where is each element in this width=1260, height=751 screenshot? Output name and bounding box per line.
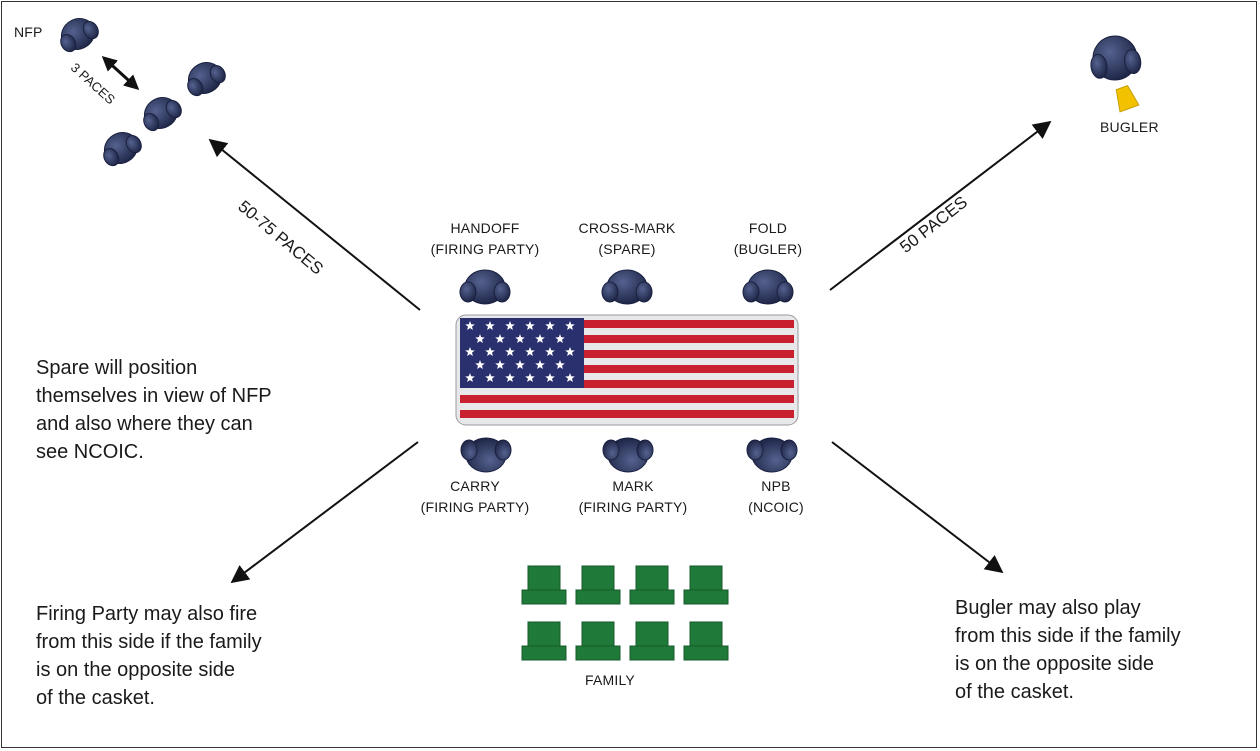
nfp-soldier-icon: [60, 17, 99, 53]
fold-soldier-icon: [742, 269, 794, 305]
note-line: see NCOIC.: [36, 441, 144, 463]
firing-party-soldier-icon: [103, 131, 142, 167]
flag-star: [555, 360, 565, 369]
flag-star: [475, 334, 485, 343]
three-paces-arrow: [101, 55, 140, 91]
position-name: CROSS-MARK: [578, 220, 676, 236]
position-name: HANDOFF: [450, 220, 520, 236]
cross-mark-position-label: CROSS-MARK (SPARE): [547, 218, 707, 260]
arrow-to-bugler: [829, 120, 1052, 291]
flag-star: [505, 321, 515, 330]
flag-star: [515, 334, 525, 343]
flag-star: [545, 321, 555, 330]
position-role: (FIRING PARTY): [578, 499, 688, 515]
note-line: Spare will position: [36, 357, 198, 379]
note-line: Bugler may also play: [955, 597, 1141, 619]
family-seat: [521, 621, 567, 661]
firing-party-note: Firing Party may also fire from this sid…: [36, 600, 262, 712]
position-name: FOLD: [748, 220, 788, 236]
flag-star: [485, 373, 495, 382]
position-name: CARRY: [450, 478, 500, 494]
fold-position-label: FOLD (BUGLER): [688, 218, 848, 260]
arrow-to-nfp: [208, 138, 421, 311]
note-line: from this side if the family: [955, 625, 1181, 647]
flag-star: [565, 347, 575, 356]
flag-star: [465, 347, 475, 356]
flag-star: [495, 360, 505, 369]
position-role: (NCOIC): [748, 499, 804, 515]
family-seat: [575, 565, 621, 605]
position-role: (FIRING PARTY): [420, 499, 530, 515]
cross-mark-soldier-icon: [601, 269, 653, 305]
bugler-soldier-icon: [1090, 35, 1142, 81]
bugle-icon: [1115, 85, 1140, 113]
flag-star: [505, 373, 515, 382]
family-seat: [629, 621, 675, 661]
nfp-label: NFP: [14, 24, 43, 40]
flag-star: [535, 334, 545, 343]
family-seat: [629, 565, 675, 605]
note-line: of the casket.: [955, 681, 1074, 703]
flag-star: [525, 373, 535, 382]
flag-star: [545, 347, 555, 356]
flag-star: [485, 347, 495, 356]
position-role: (SPARE): [598, 241, 656, 257]
firing-party-soldier-icon: [143, 96, 182, 132]
flag-star: [545, 373, 555, 382]
flag-star: [475, 360, 485, 369]
flag-star: [515, 360, 525, 369]
position-name: MARK: [612, 478, 654, 494]
mark-position-label: MARK (FIRING PARTY): [553, 476, 713, 518]
bugler-label: BUGLER: [1100, 119, 1159, 135]
flag-star: [555, 334, 565, 343]
arrow-lower-right: [831, 441, 1004, 574]
flag-star: [525, 347, 535, 356]
npb-soldier-icon: [746, 437, 798, 473]
note-line: from this side if the family: [36, 631, 262, 653]
arrow-lower-left: [230, 441, 419, 584]
position-role: (BUGLER): [733, 241, 803, 257]
family-seat: [521, 565, 567, 605]
npb-position-label: NPB (NCOIC): [696, 476, 856, 518]
family-seat: [683, 621, 729, 661]
position-role: (FIRING PARTY): [430, 241, 540, 257]
note-line: themselves in view of NFP: [36, 385, 272, 407]
position-name: NPB: [761, 478, 791, 494]
spare-note: Spare will position themselves in view o…: [36, 354, 272, 466]
carry-soldier-icon: [460, 437, 512, 473]
flag-star: [465, 321, 475, 330]
note-line: and also where they can: [36, 413, 253, 435]
flag-star: [485, 321, 495, 330]
flag-star: [565, 321, 575, 330]
flag-star: [535, 360, 545, 369]
mark-soldier-icon: [602, 437, 654, 473]
bugler-note: Bugler may also play from this side if t…: [955, 594, 1181, 706]
handoff-position-label: HANDOFF (FIRING PARTY): [405, 218, 565, 260]
family-seating: [521, 565, 729, 661]
flag-star: [505, 347, 515, 356]
handoff-soldier-icon: [459, 269, 511, 305]
family-seat: [575, 621, 621, 661]
flag-star: [465, 373, 475, 382]
note-line: is on the opposite side: [36, 659, 236, 681]
carry-position-label: CARRY (FIRING PARTY): [395, 476, 555, 518]
family-seat: [683, 565, 729, 605]
note-line: of the casket.: [36, 687, 155, 709]
family-label: FAMILY: [585, 672, 635, 688]
flag-star: [495, 334, 505, 343]
firing-party-soldier-icon: [187, 61, 226, 97]
note-line: Firing Party may also fire: [36, 603, 258, 625]
flag-star: [525, 321, 535, 330]
flag-draped-casket: [455, 314, 799, 426]
flag-star: [565, 373, 575, 382]
note-line: is on the opposite side: [955, 653, 1155, 675]
